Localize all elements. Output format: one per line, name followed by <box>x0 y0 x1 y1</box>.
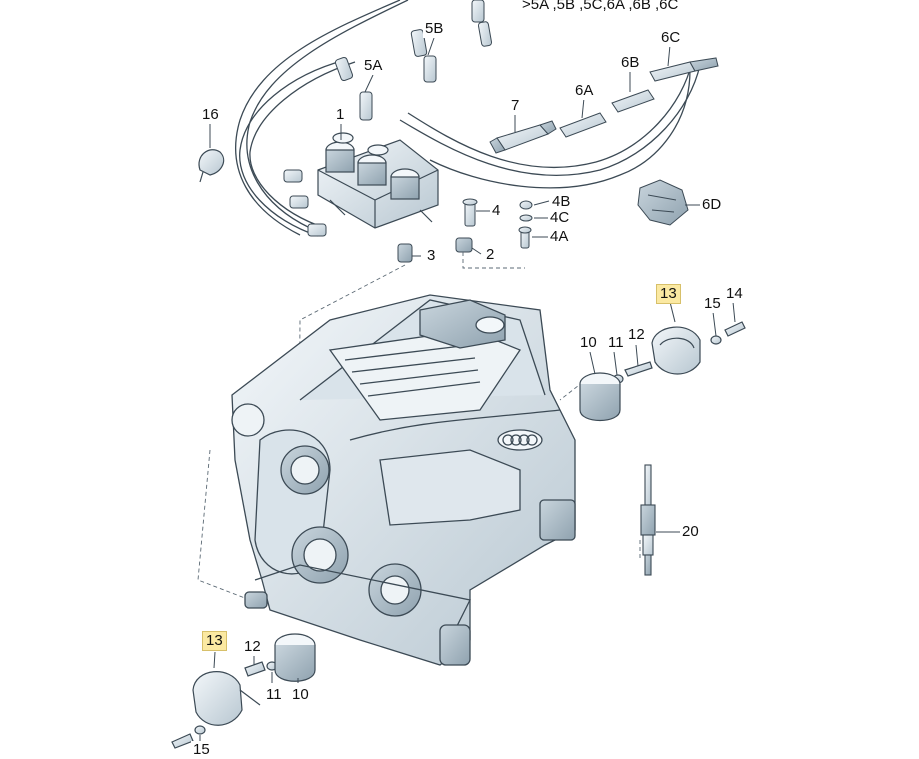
callout-2[interactable]: 2 <box>484 246 497 264</box>
callout-3[interactable]: 3 <box>425 247 438 265</box>
callout-13-left[interactable]: 13 <box>202 631 227 651</box>
callout-6c[interactable]: 6C <box>659 29 683 47</box>
callout-12-left[interactable]: 12 <box>242 638 263 656</box>
callout-11-right[interactable]: 11 <box>606 334 626 352</box>
callout-10-right[interactable]: 10 <box>578 334 599 352</box>
callout-4b[interactable]: 4B <box>550 193 573 211</box>
callout-1[interactable]: 1 <box>334 106 347 124</box>
callout-15-right[interactable]: 15 <box>702 295 723 313</box>
callout-4[interactable]: 4 <box>490 202 503 220</box>
callout-7[interactable]: 7 <box>509 97 522 115</box>
callout-6d[interactable]: 6D <box>700 196 724 214</box>
fasteners-coil[interactable] <box>397 198 533 263</box>
hose-clip-16[interactable] <box>198 149 225 183</box>
engine-mount-left[interactable] <box>171 633 316 749</box>
cable-ends-6[interactable] <box>559 57 719 138</box>
spark-plug-7[interactable] <box>489 120 557 154</box>
callout-4c[interactable]: 4C <box>548 209 572 227</box>
callout-20[interactable]: 20 <box>680 523 701 541</box>
callout-10-left[interactable]: 10 <box>290 686 311 704</box>
top-annotation: >5A ,5B ,5C,6A ,6B ,6C <box>520 0 681 13</box>
engine-mount-right[interactable] <box>579 321 746 421</box>
engine-block <box>231 294 576 666</box>
callout-4a[interactable]: 4A <box>548 228 571 246</box>
callout-5b[interactable]: 5B <box>423 20 446 38</box>
cable-ends-upper <box>283 0 493 237</box>
part-6d[interactable] <box>637 179 689 226</box>
ignition-coil-pack[interactable] <box>317 132 439 229</box>
callout-13-right[interactable]: 13 <box>656 284 681 304</box>
callout-6a[interactable]: 6A <box>573 82 596 100</box>
callout-5a[interactable]: 5A <box>362 57 385 75</box>
callout-15-left[interactable]: 15 <box>191 741 212 759</box>
callout-14[interactable]: 14 <box>724 285 745 303</box>
plug-20[interactable] <box>640 464 656 576</box>
ignition-cable-bundle[interactable] <box>235 0 701 237</box>
callout-11-left[interactable]: 11 <box>264 686 284 704</box>
callout-leaders <box>199 37 736 742</box>
callout-16[interactable]: 16 <box>200 106 221 124</box>
callout-12-right[interactable]: 12 <box>626 326 647 344</box>
callout-6b[interactable]: 6B <box>619 54 642 72</box>
